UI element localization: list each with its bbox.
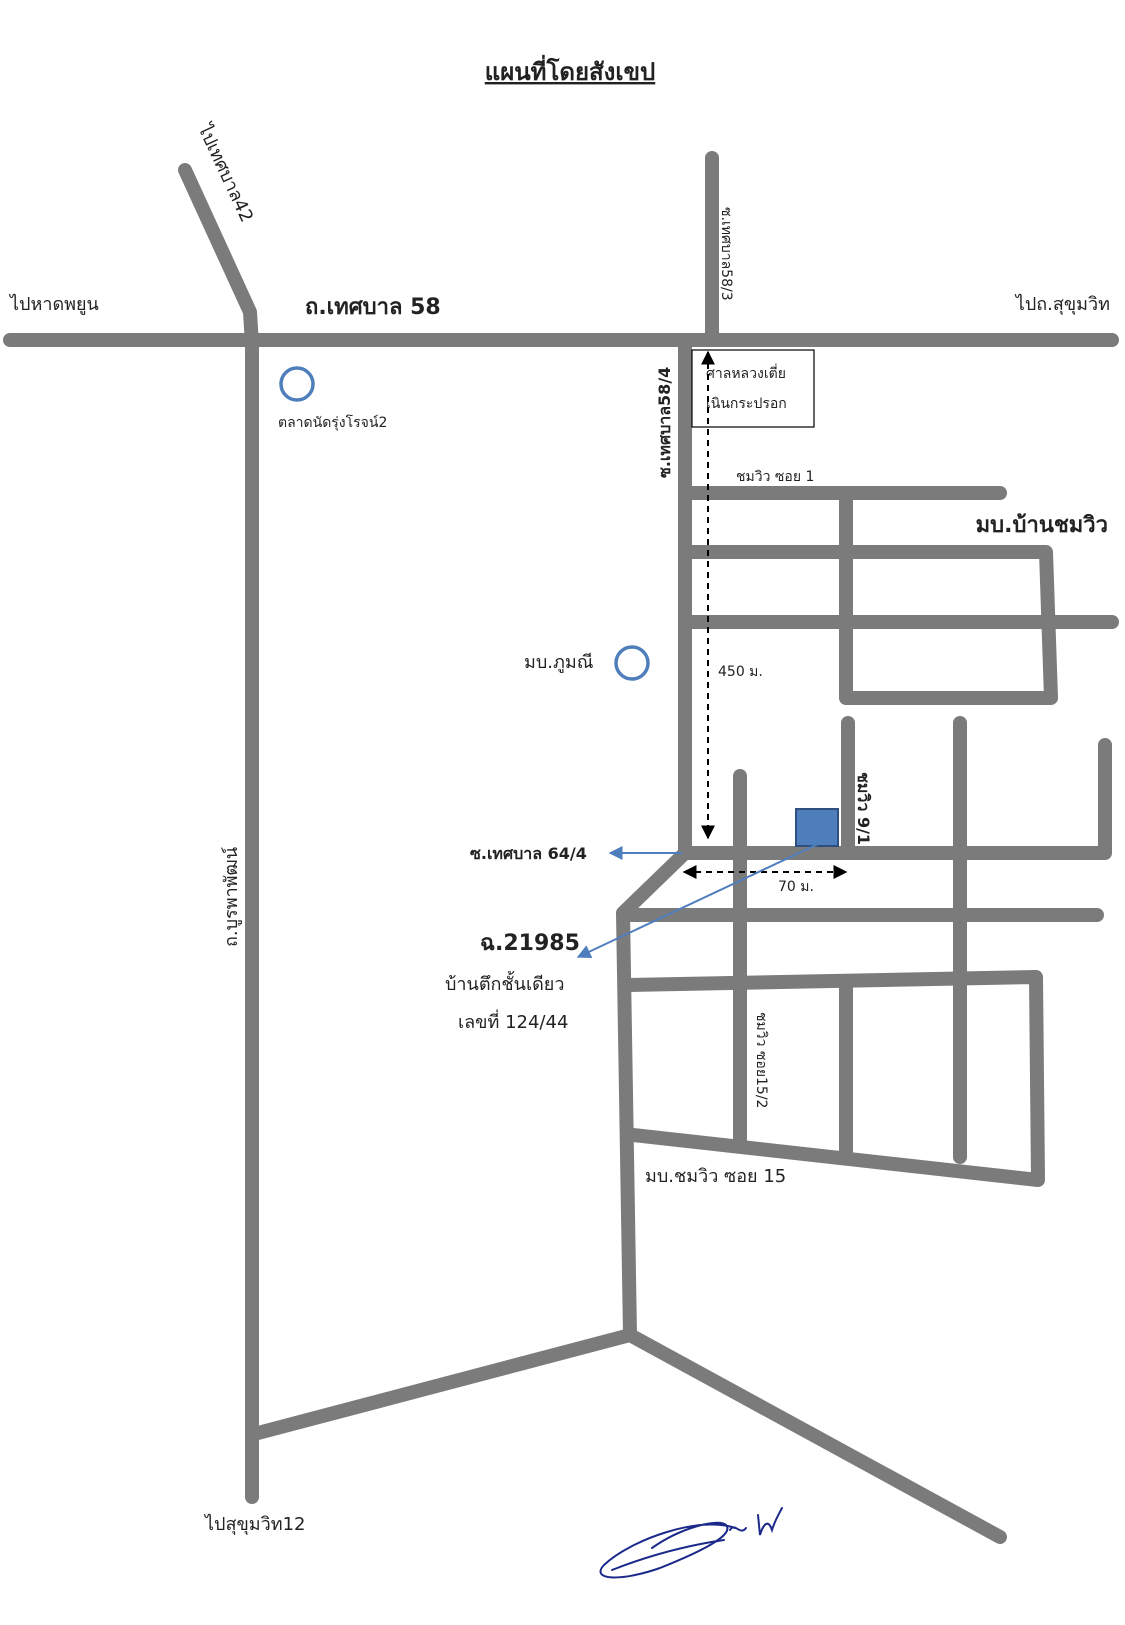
label-distance-vertical: 450 ม. <box>718 664 763 680</box>
label-chomwiw-9-1: ชมวิว 9/1 <box>854 772 873 845</box>
label-chomwiw-soi1: ชมวิว ซอย 1 <box>736 469 814 485</box>
road-soi-64-4 <box>678 738 1112 860</box>
label-main-road: ถ.เทศบาล 58 <box>305 295 441 320</box>
property-pointer-arrow <box>576 843 819 958</box>
label-village-phumanee: มบ.ภูมณี <box>524 652 593 673</box>
label-soi-64-4: ซ.เทศบาล 64/4 <box>470 844 587 863</box>
road-diag-south <box>616 846 692 1342</box>
label-shrine-line2: เนินกระปรอก <box>706 396 787 412</box>
label-shrine-line1: ศาลหลวงเตี่ย <box>706 364 786 382</box>
road-network <box>3 151 1119 1544</box>
label-chomwiw-soi15: มบ.ชมวิว ซอย 15 <box>645 1166 786 1187</box>
label-to-hat-phayun: ไปหาดพยูน <box>8 293 99 315</box>
label-burapha-road: ถ.บูรพาพัฒน์ <box>221 847 242 947</box>
road-junction-west <box>251 1328 637 1440</box>
label-soi-58-4: ซ.เทศบาล58/4 <box>655 367 674 478</box>
label-village-chomwiw: มบ.บ้านชมวิว <box>976 513 1108 538</box>
label-soi-58-3: ซ.เทศบาล58/3 <box>718 207 734 301</box>
label-market: ตลาดนัดรุ่งโรจน์2 <box>278 414 387 431</box>
road-lower-h2 <box>623 970 1045 1187</box>
map-title: แผนที่โดยสังเขป <box>485 54 656 86</box>
road-junction-southeast <box>623 1328 1007 1544</box>
label-property-number: เลขที่ 124/44 <box>458 1009 568 1033</box>
phumanee-marker <box>614 645 650 681</box>
property-marker <box>795 808 839 847</box>
road-chomwiw-grid-2 <box>678 486 1058 705</box>
road-to-thetsaban42 <box>178 163 259 352</box>
market-marker <box>279 366 315 402</box>
label-chomwiw-15-2: ชมวิว ซอย15/2 <box>753 1012 769 1108</box>
label-property-type: บ้านตึกชั้นเดียว <box>445 971 564 995</box>
label-to-sukhumvit12: ไปสุขุมวิท12 <box>203 1513 306 1535</box>
label-to-sukhumvit: ไปถ.สุขุมวิท <box>1014 293 1110 315</box>
signature <box>599 1507 783 1579</box>
label-property-deed: ฉ.21985 <box>480 931 580 956</box>
label-distance-horizontal: 70 ม. <box>778 879 814 895</box>
shrine-box <box>691 349 815 428</box>
